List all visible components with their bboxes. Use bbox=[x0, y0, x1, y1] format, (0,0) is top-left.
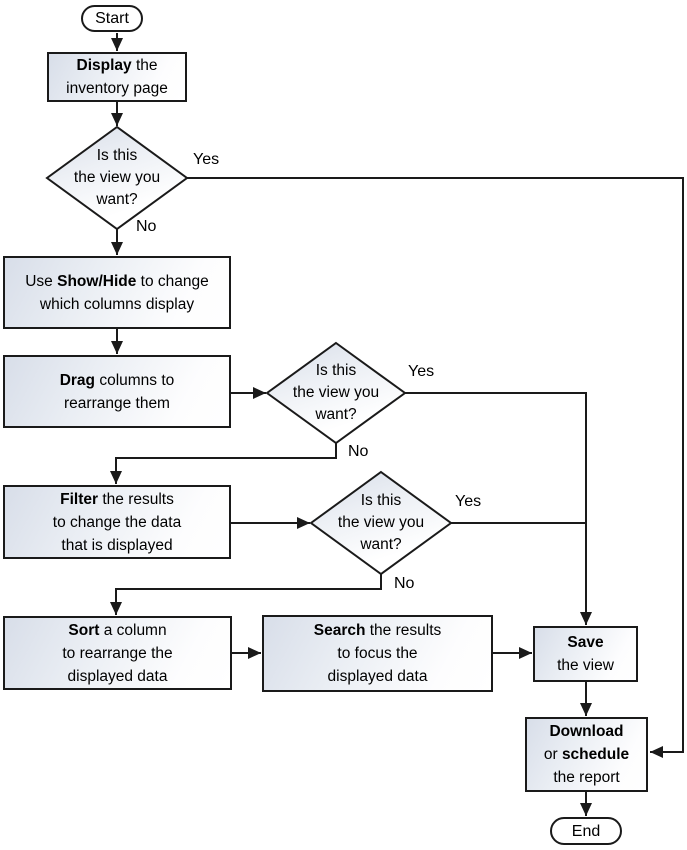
edge-decision1-yes-to-download bbox=[187, 177, 684, 758]
end-terminator: End bbox=[550, 817, 622, 845]
decision3-no-label: No bbox=[394, 575, 415, 592]
decision3-diamond bbox=[309, 470, 453, 576]
edge-decision2-no-to-filter bbox=[110, 443, 337, 484]
decision1-diamond bbox=[45, 125, 189, 231]
decision3-yes-label: Yes bbox=[455, 493, 482, 510]
decision2-diamond bbox=[265, 341, 407, 445]
edge-decision3-no-to-sort bbox=[110, 574, 382, 615]
start-terminator: Start bbox=[81, 5, 143, 32]
decision1-yes-label: Yes bbox=[193, 151, 220, 168]
edge-decision2-yes-to-save bbox=[405, 392, 592, 625]
decision2-yes-label: Yes bbox=[408, 363, 435, 380]
decision2-no-label: No bbox=[348, 443, 369, 460]
decision1-no-label: No bbox=[136, 218, 157, 235]
